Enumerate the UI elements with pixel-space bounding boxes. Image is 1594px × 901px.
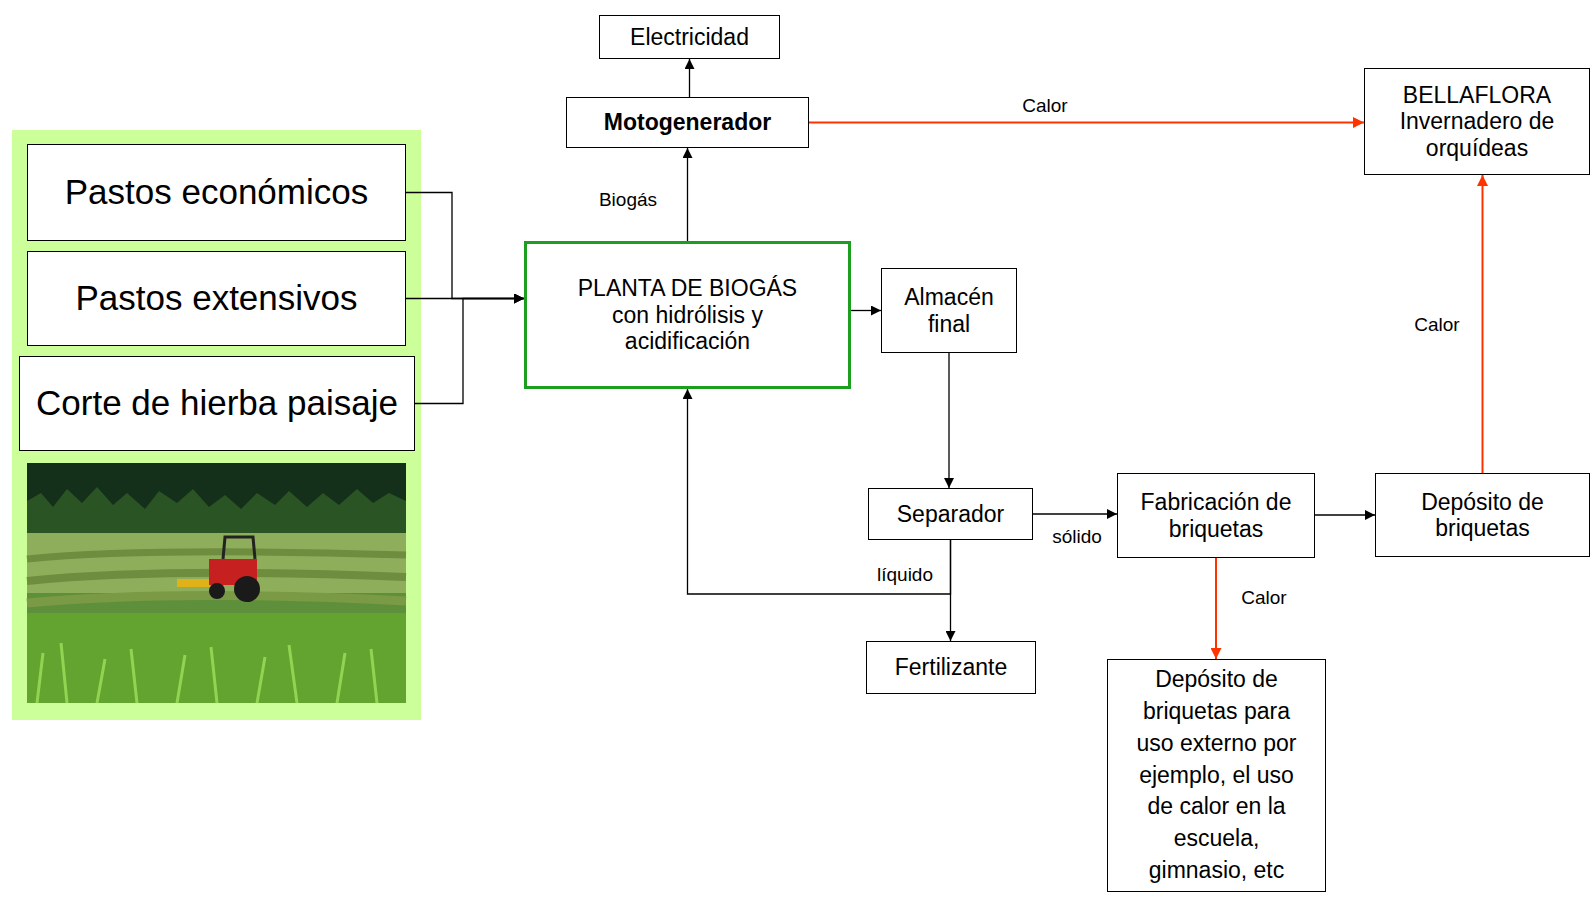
process-box: Motogenerador — [566, 97, 809, 148]
foreground-grass — [27, 613, 406, 703]
connector — [415, 299, 524, 404]
process-box: Depósito de briquetas para uso externo p… — [1107, 659, 1326, 892]
node-text: Depósito de briquetas — [1384, 489, 1581, 542]
connector — [689, 59, 690, 97]
node-text: Fabricación de briquetas — [1126, 489, 1306, 542]
node-text: con hidrólisis y acidificación — [567, 302, 808, 355]
process-box: Separador — [868, 488, 1033, 540]
process-box: Pastos extensivos — [27, 251, 406, 346]
mowed-row — [27, 552, 406, 559]
tractor-wheel — [209, 583, 225, 599]
connector — [809, 122, 1364, 124]
forest-edge — [27, 487, 406, 535]
edge-label: Calor — [1412, 314, 1461, 336]
edge-label: sólido — [1050, 526, 1104, 548]
process-box: Electricidad — [599, 15, 780, 59]
connector — [948, 353, 949, 488]
node-text: Separador — [897, 501, 1004, 527]
edge-label: Biogás — [597, 189, 659, 211]
process-box: Fabricación de briquetas — [1117, 473, 1315, 558]
tractor-wheel — [234, 576, 260, 602]
connector — [851, 310, 881, 311]
node-text: Motogenerador — [604, 109, 771, 135]
field-photo — [27, 463, 406, 703]
node-text: Pastos extensivos — [75, 278, 357, 318]
connector — [1033, 513, 1117, 514]
green-panel — [12, 130, 421, 720]
photo-ground — [27, 463, 406, 703]
node-text: Fertilizante — [895, 654, 1007, 680]
connector — [406, 193, 524, 299]
node-text: PLANTA DE BIOGÁS — [578, 275, 797, 301]
edge-label: Calor — [1239, 587, 1288, 609]
node-text: Depósito de briquetas para uso externo p… — [1126, 664, 1307, 886]
connector — [1315, 514, 1375, 515]
connector — [1215, 558, 1217, 659]
node-text: BELLAFLORA — [1403, 82, 1551, 108]
node-text: Pastos económicos — [65, 172, 368, 212]
node-text: Invernadero de orquídeas — [1373, 108, 1581, 161]
process-box: PLANTA DE BIOGÁScon hidrólisis y acidifi… — [524, 241, 851, 389]
node-text: Electricidad — [630, 24, 749, 50]
process-box: Fertilizante — [866, 641, 1036, 694]
connector — [687, 148, 688, 241]
node-text: Corte de hierba paisaje — [36, 383, 398, 423]
edge-label: líquido — [875, 564, 935, 586]
process-box: Pastos económicos — [27, 144, 406, 241]
tractor-cab — [223, 537, 255, 559]
process-box: Corte de hierba paisaje — [19, 356, 415, 451]
process-box: Almacén final — [881, 268, 1017, 353]
connector — [1482, 175, 1484, 473]
node-text: Almacén final — [890, 284, 1008, 337]
edge-label: Calor — [1020, 95, 1069, 117]
grass-blades — [37, 643, 377, 703]
process-box: BELLAFLORAInvernadero de orquídeas — [1364, 68, 1590, 175]
process-box: Depósito de briquetas — [1375, 473, 1590, 557]
